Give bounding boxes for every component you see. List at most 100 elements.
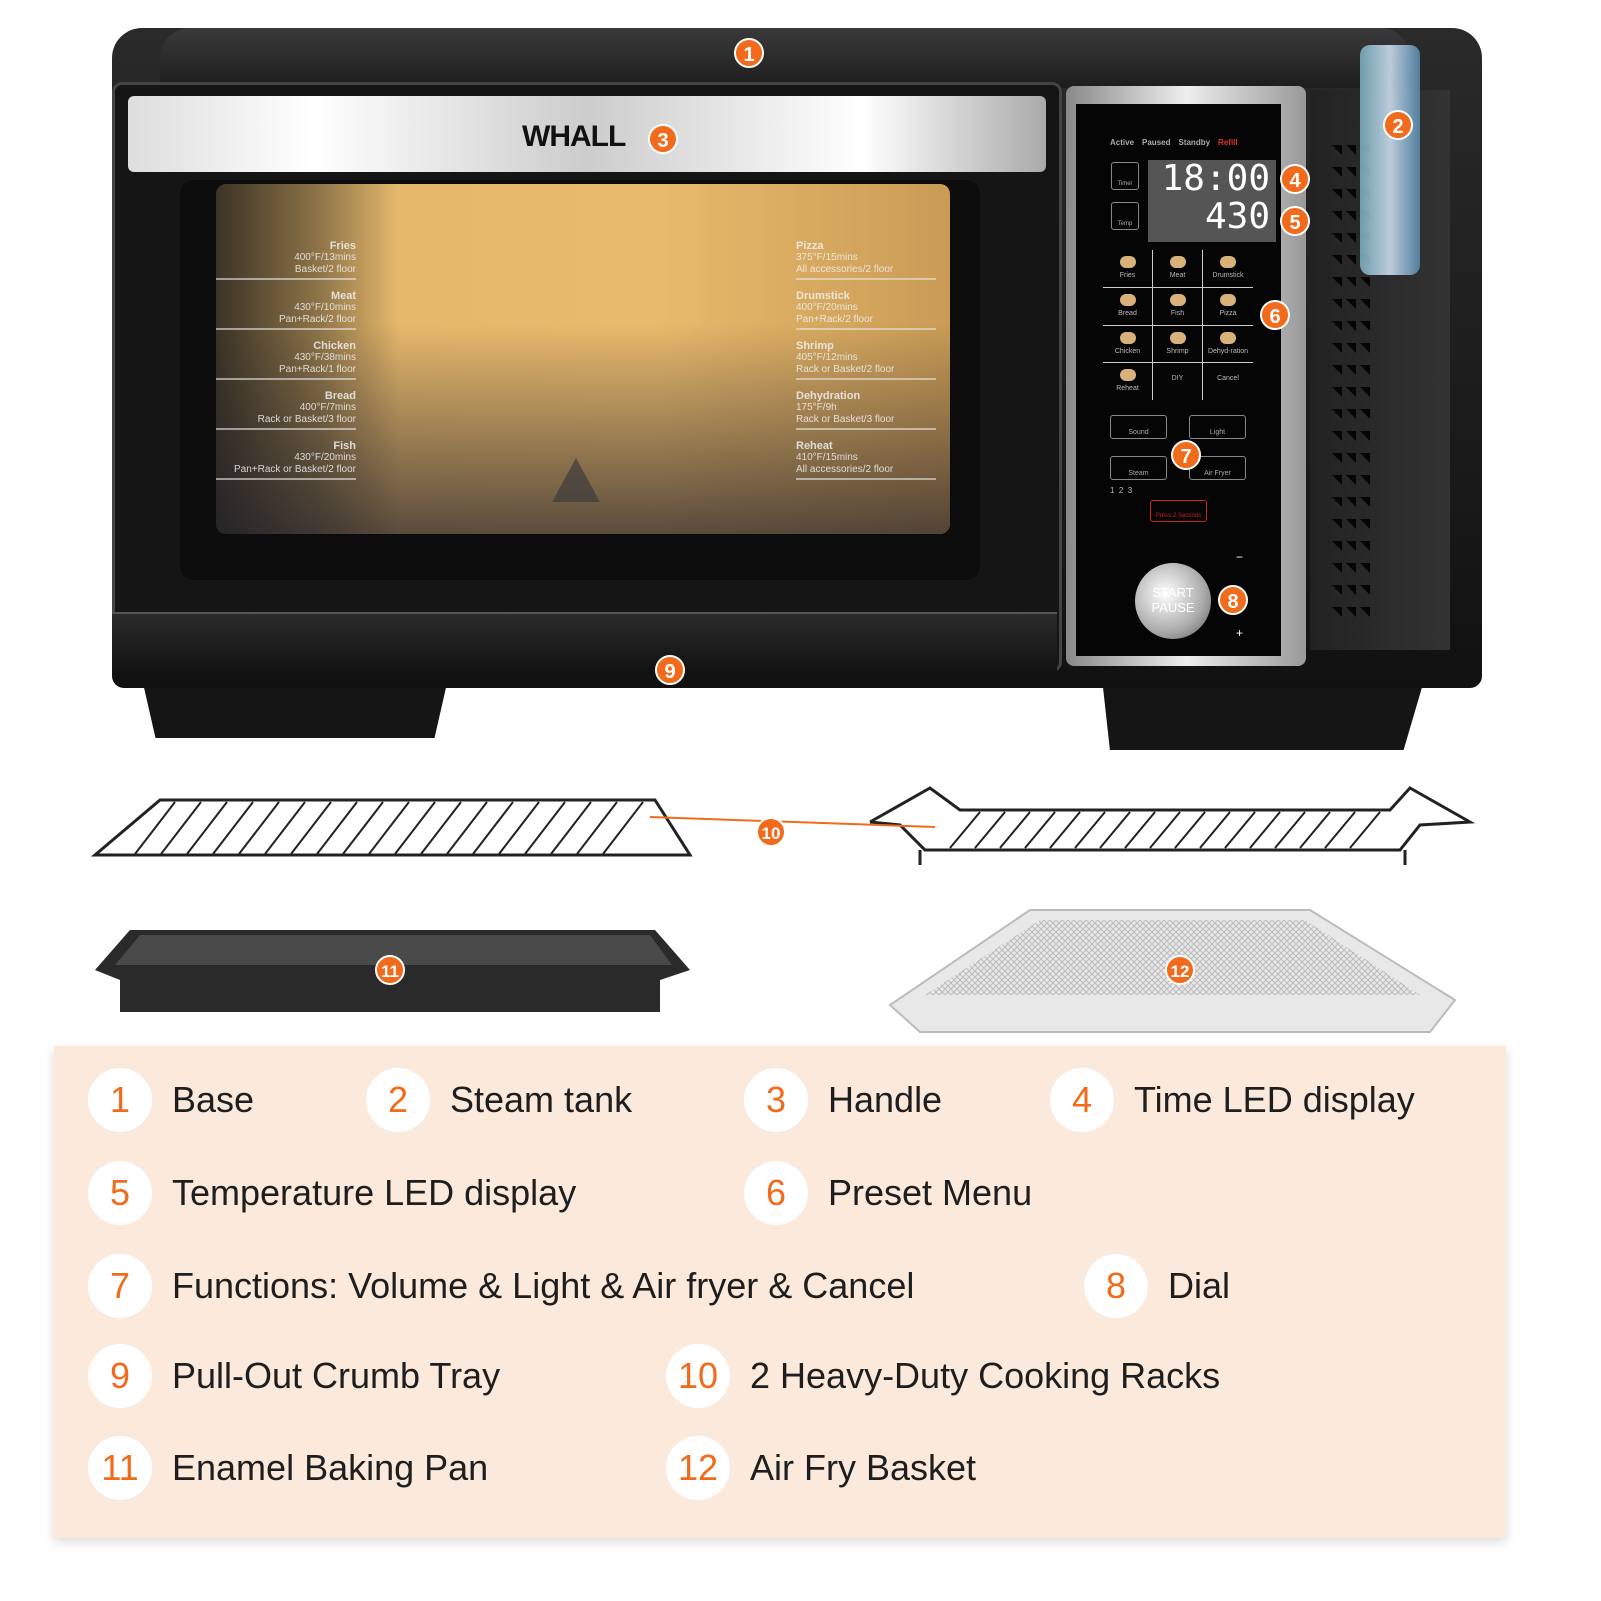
recipe-name: Fries <box>329 240 356 252</box>
rack-wire <box>186 801 228 855</box>
vent-slot <box>1360 541 1370 551</box>
food-icon <box>1169 293 1186 306</box>
callout-badge-9: 9 <box>655 655 685 685</box>
legend-number: 6 <box>744 1161 808 1225</box>
flat-rack-frame <box>90 798 693 857</box>
legend-number: 4 <box>1050 1068 1114 1132</box>
vent-slot <box>1360 431 1370 441</box>
legend-number: 5 <box>88 1161 152 1225</box>
preset-dehydration[interactable]: Dehyd-ration <box>1203 326 1253 364</box>
light-label: Light <box>1209 429 1226 436</box>
legend-number: 7 <box>88 1254 152 1318</box>
preset-label: Meat <box>1169 272 1186 279</box>
temp-button[interactable]: Temp <box>1111 202 1139 230</box>
vent-slot <box>1332 167 1342 177</box>
rack-wire <box>368 801 410 855</box>
crumb-tray[interactable] <box>112 612 1057 674</box>
recipe-name: Reheat <box>796 440 833 452</box>
callout-badge-12: 12 <box>1165 955 1195 985</box>
knob-pause-label: PAUSE <box>1151 600 1195 615</box>
power-button[interactable]: Press 2 Seconds <box>1150 500 1207 522</box>
vent-slot <box>1346 453 1356 463</box>
vent-slot <box>1360 387 1370 397</box>
sound-button[interactable]: Sound <box>1110 415 1167 439</box>
rack-wire <box>446 801 488 855</box>
timer-button[interactable]: Timer <box>1111 162 1139 190</box>
rack-wire <box>1024 811 1056 849</box>
vent-slot <box>1346 211 1356 221</box>
preset-reheat[interactable]: Reheat <box>1103 363 1153 400</box>
vent-slot <box>1332 541 1342 551</box>
food-icon <box>1119 293 1136 306</box>
preset-fries[interactable]: Fries <box>1103 250 1153 288</box>
vent-slot <box>1332 211 1342 221</box>
rack-wire <box>290 801 332 855</box>
raised-rack-frame <box>869 786 1476 852</box>
preset-drumstick[interactable]: Drumstick <box>1203 250 1253 288</box>
vent-slot <box>1360 519 1370 529</box>
vent-slot <box>1346 189 1356 199</box>
preset-label: Cancel <box>1217 375 1239 383</box>
legend-number: 10 <box>666 1344 730 1408</box>
food-icon <box>1119 369 1136 382</box>
timer-label: Timer <box>1117 181 1133 187</box>
vent-slot <box>1346 343 1356 353</box>
door-handle[interactable] <box>128 96 1046 172</box>
recipe-temp: 400°F/7mins <box>299 402 356 413</box>
vent-slot <box>1332 233 1342 243</box>
vent-slot <box>1346 365 1356 375</box>
preset-shrimp[interactable]: Shrimp <box>1153 325 1203 364</box>
preset-cancel[interactable]: Cancel <box>1203 363 1253 400</box>
vent-slot <box>1360 299 1370 309</box>
vent-slot <box>1360 453 1370 463</box>
food-icon <box>1119 331 1136 344</box>
preset-chicken[interactable]: Chicken <box>1103 325 1153 364</box>
preset-pizza[interactable]: Pizza <box>1203 288 1253 326</box>
rack-wire <box>524 801 566 855</box>
preset-diy[interactable]: DIY <box>1153 363 1203 400</box>
preset-fish[interactable]: Fish <box>1153 287 1203 326</box>
recipe-acc: All accessories/2 floor <box>796 464 894 475</box>
food-icon <box>1220 331 1236 344</box>
legend-number: 1 <box>88 1068 152 1132</box>
knob-start-label: START <box>1152 585 1194 600</box>
preset-label: Shrimp <box>1166 347 1189 355</box>
status-paused: Paused <box>1142 138 1171 147</box>
vent-slot <box>1332 453 1342 463</box>
rack-wire <box>264 801 306 855</box>
rack-wire <box>949 811 981 849</box>
callout-badge-1: 1 <box>734 38 764 68</box>
recipe-temp: 410°F/15mins <box>796 452 858 463</box>
recipe-name: Drumstick <box>796 290 850 302</box>
preset-label: Dehyd-ration <box>1207 347 1249 355</box>
status-standby: Standby <box>1178 138 1211 147</box>
vent-slot <box>1346 431 1356 441</box>
preset-label: Bread <box>1118 309 1137 317</box>
vent-slot <box>1332 475 1342 485</box>
steam-button[interactable]: Steam <box>1110 456 1167 480</box>
vent-slot <box>1332 299 1342 309</box>
preset-bread[interactable]: Bread <box>1103 287 1153 326</box>
recipe-temp: 400°F/20mins <box>796 302 858 313</box>
light-button[interactable]: Light <box>1189 415 1246 439</box>
vent-slot <box>1346 145 1356 155</box>
preset-meat[interactable]: Meat <box>1153 250 1203 288</box>
rack-wire <box>316 801 358 855</box>
steam-tank[interactable] <box>1360 45 1420 275</box>
vent-slot <box>1332 145 1342 155</box>
legend-number: 3 <box>744 1068 808 1132</box>
rack-wire <box>1349 811 1381 849</box>
legend-label: Preset Menu <box>828 1172 1033 1213</box>
